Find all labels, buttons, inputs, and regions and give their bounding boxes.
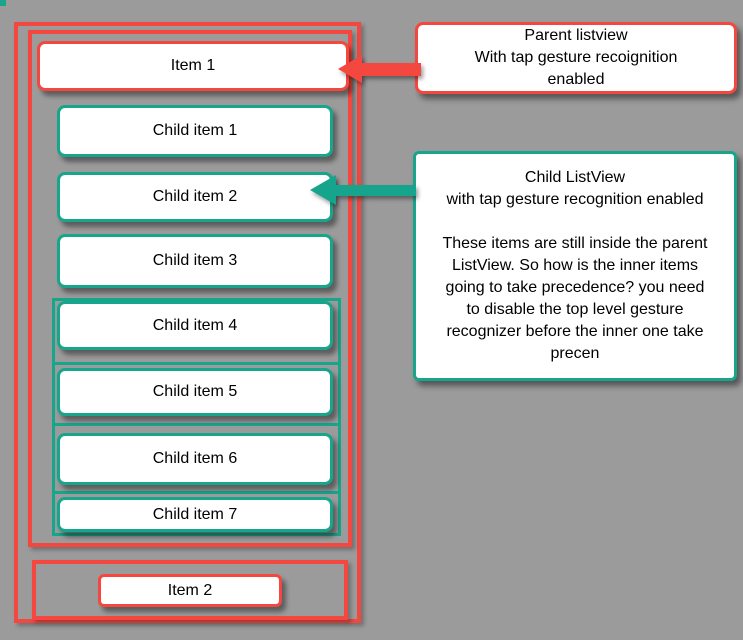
parent-item-1-label: Item 1 [170,57,216,74]
child-item-6-label: Child item 6 [152,450,238,467]
child-list-cell [52,491,341,536]
child-item-2[interactable]: Child item 2 [57,172,333,222]
parent-annotation-callout: Parent listview With tap gesture recoign… [415,22,737,94]
child-item-5-label: Child item 5 [152,383,238,400]
child-annotation-text: Child ListView with tap gesture recognit… [442,169,708,362]
parent-item-2-label: Item 2 [167,581,213,599]
parent-listview-outline [14,22,361,623]
child-item-5[interactable]: Child item 5 [57,368,333,416]
child-list-cell [0,0,6,6]
parent-item-2[interactable]: Item 2 [98,574,282,607]
parent-annotation-text: Parent listview With tap gesture recoign… [474,27,678,88]
child-item-1-label: Child item 1 [152,122,238,139]
child-annotation-callout: Child ListView with tap gesture recognit… [413,151,737,381]
child-item-1[interactable]: Child item 1 [57,105,333,157]
child-item-3-label: Child item 3 [152,252,238,269]
child-item-4-label: Child item 4 [152,316,238,334]
child-item-6[interactable]: Child item 6 [57,433,333,485]
child-item-7-label: Child item 7 [152,505,238,523]
parent-item-1[interactable]: Item 1 [37,41,349,91]
child-item-4[interactable]: Child item 4 [57,301,333,350]
parent-listview-inner-outline [28,30,352,547]
item2-outline [32,560,348,620]
child-item-2-label: Child item 2 [152,188,238,205]
child-item-7[interactable]: Child item 7 [57,497,333,532]
child-item-3[interactable]: Child item 3 [57,234,333,288]
